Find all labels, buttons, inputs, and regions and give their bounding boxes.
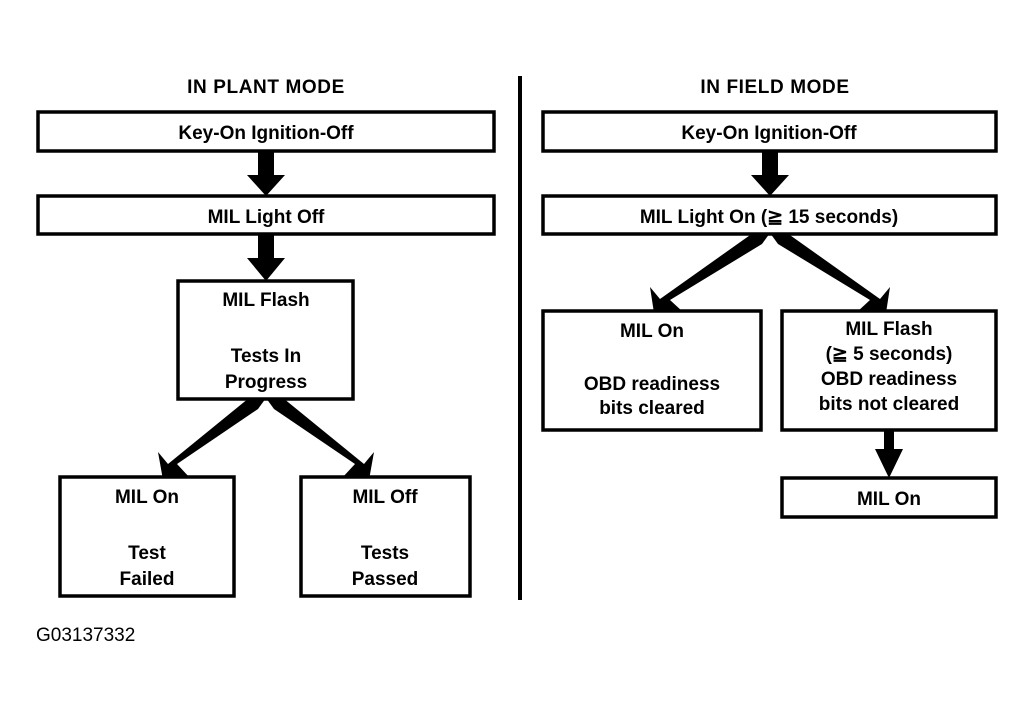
node-plant-mil-light-off[interactable]: MIL Light Off [36,194,496,236]
node-field-mil-on-line-2: OBD readiness [584,374,720,395]
node-plant-mil-on-line-2: Test [128,543,166,564]
node-plant-key-on-line-0: Key-On Ignition-Off [178,123,354,144]
node-plant-mil-on-line-0: MIL On [115,487,179,508]
node-field-mil-on-final-box [780,476,998,519]
node-plant-mil-flash[interactable]: MIL Flash Tests In Progress [176,279,355,401]
arrow-plant-mil-light-off-to-mil-flash [247,234,285,281]
node-plant-mil-off[interactable]: MIL Off Tests Passed [299,475,472,598]
node-field-mil-on[interactable]: MIL On OBD readiness bits cleared [541,309,763,432]
node-plant-mil-light-off-box [36,194,496,236]
node-field-mil-on-final[interactable]: MIL On [780,476,998,519]
node-field-key-on-line-0: Key-On Ignition-Off [681,123,857,144]
node-plant-mil-flash-line-2: Tests In [231,346,301,367]
node-plant-mil-off-line-2: Tests [361,543,409,564]
arrow-field-mil-flash-to-mil-on-final [875,430,903,478]
node-field-mil-flash-line-0: MIL Flash [845,319,932,340]
node-plant-mil-on[interactable]: MIL On Test Failed [58,475,236,598]
node-field-mil-flash-box [780,309,998,432]
node-plant-key-on[interactable]: Key-On Ignition-Off [36,110,496,153]
node-field-mil-flash[interactable]: MIL Flash (≧ 5 seconds) OBD readiness bi… [780,309,998,432]
node-plant-mil-flash-line-3: Progress [225,372,307,393]
node-plant-mil-flash-line-0: MIL Flash [222,290,309,311]
column-title-in-plant-mode: IN PLANT MODE [187,77,345,98]
node-plant-mil-off-box [299,475,472,598]
node-field-mil-light-on[interactable]: MIL Light On (≧ 15 seconds) [541,194,998,236]
arrow-plant-mil-flash-to-mil-off [266,398,374,480]
node-plant-mil-off-line-0: MIL Off [352,487,418,508]
arrow-field-key-on-to-mil-light-on [751,151,789,196]
node-plant-mil-flash-box [176,279,355,401]
arrow-field-mil-light-on-to-mil-on [650,233,770,313]
node-field-mil-on-line-3: bits cleared [599,398,705,419]
node-field-mil-on-box [541,309,763,432]
node-field-mil-flash-line-1: (≧ 5 seconds) [826,344,953,365]
node-field-key-on-box [541,110,998,153]
column-title-in-field-mode: IN FIELD MODE [700,77,849,98]
node-plant-mil-on-box [58,475,236,598]
figure-caption: G03137332 [36,625,135,646]
node-field-mil-flash-line-2: OBD readiness [821,369,957,390]
arrow-field-mil-light-on-to-mil-flash [770,233,890,313]
node-field-mil-light-on-box [541,194,998,236]
node-field-mil-on-line-0: MIL On [620,321,684,342]
node-plant-mil-off-line-3: Passed [352,569,419,590]
node-field-mil-flash-line-3: bits not cleared [819,394,959,415]
node-plant-mil-on-line-3: Failed [120,569,175,590]
node-field-key-on[interactable]: Key-On Ignition-Off [541,110,998,153]
arrow-plant-key-on-to-mil-light-off [247,151,285,196]
node-field-mil-on-final-line-0: MIL On [857,489,921,510]
node-plant-mil-light-off-line-0: MIL Light Off [208,207,325,228]
node-field-mil-light-on-line-0: MIL Light On (≧ 15 seconds) [640,207,898,228]
arrow-plant-mil-flash-to-mil-on [158,398,266,480]
